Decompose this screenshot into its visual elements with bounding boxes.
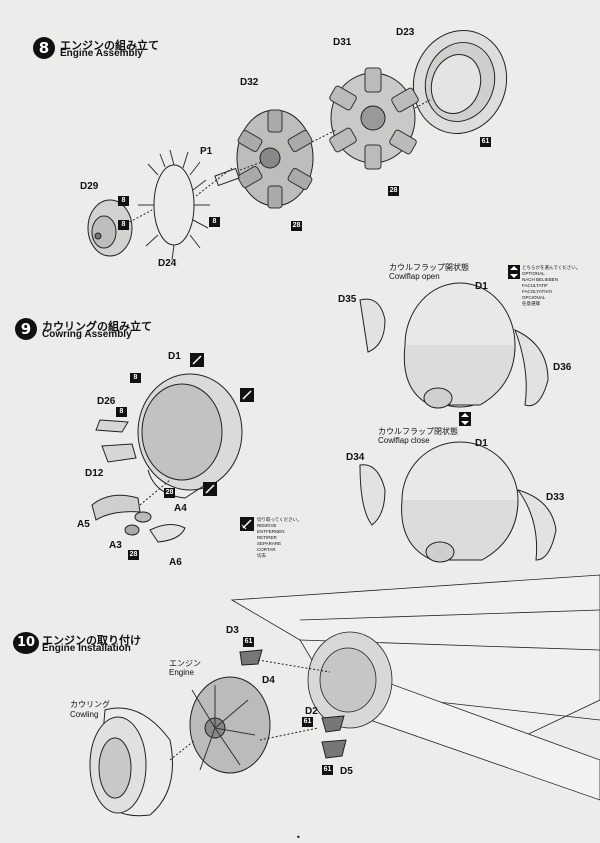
cowl-open-drawing: [359, 282, 549, 409]
label-d24: D24: [158, 258, 177, 269]
step-10-number: 10: [13, 632, 39, 654]
step-8-title-en: Engine Assembly: [60, 48, 143, 59]
paint-badge-28: 28: [164, 488, 175, 498]
label-d35: D35: [338, 294, 357, 305]
paint-badge-8: 8: [116, 407, 127, 417]
step-9-title-jp: カウリングの組み立て: [42, 320, 152, 333]
label-a5: A5: [77, 519, 90, 530]
label-d1-open: D1: [475, 281, 488, 292]
part-d3-d4-d2-d5-drawing: [169, 649, 347, 761]
label-d3: D3: [226, 625, 239, 636]
paint-badge-61: 61: [302, 717, 313, 727]
cowling-jp: カウリング: [70, 700, 110, 709]
paint-badge-28: 28: [128, 550, 139, 560]
paint-badge-61: 61: [480, 137, 491, 147]
remove-legend-2: ENTFERNEN: [257, 529, 285, 534]
optional-legend-1: OPTIONAL: [522, 271, 545, 276]
engine-jp: エンジン: [169, 659, 201, 668]
cut-remove-icon: [240, 517, 254, 531]
part-d26-d12-drawing: [95, 419, 137, 463]
label-d1: D1: [168, 351, 181, 362]
optional-swap-icon-2: [459, 412, 471, 426]
part-d24-drawing: [138, 149, 210, 261]
step-9-number: 9: [15, 318, 37, 340]
cowl-close-drawing: [359, 441, 557, 563]
remove-legend-3: RETIRER: [257, 535, 277, 540]
part-d1-cowling-drawing: [137, 373, 243, 499]
optional-legend-2: NACH BELIEBEN: [522, 277, 559, 282]
paint-badge-8: 8: [118, 220, 129, 230]
paint-badge-61: 61: [322, 765, 333, 775]
label-d36: D36: [553, 362, 572, 373]
part-d31-drawing: [329, 67, 419, 170]
engine-en: Engine: [169, 668, 194, 677]
part-d32-drawing: [236, 109, 314, 209]
cowlflap-open-en: Cowlflap open: [389, 272, 440, 281]
optional-legend-3: FACULTATIF: [522, 283, 549, 288]
label-d23: D23: [396, 27, 415, 38]
label-d34: D34: [346, 452, 365, 463]
label-d1-close: D1: [475, 438, 488, 449]
step-10-title-jp: エンジンの取り付け: [42, 634, 141, 647]
remove-legend-4: SEPARARE: [257, 541, 282, 546]
remove-legend-1: REMOVE: [257, 523, 277, 528]
paint-badge-8: 8: [209, 217, 220, 227]
label-p1: P1: [200, 146, 213, 157]
label-d32: D32: [240, 77, 259, 88]
optional-legend-0: どちらかを選んでください。: [522, 265, 581, 270]
fuselage-drawing: [230, 574, 600, 801]
cut-marker-icon: [203, 482, 217, 496]
engine-assembly-drawing: [189, 676, 271, 774]
paint-badge-8: 8: [118, 196, 129, 206]
page-marker: •: [296, 833, 301, 842]
label-d29: D29: [80, 181, 99, 192]
cowling-en: Cowling: [70, 710, 99, 719]
paint-badge-8: 8: [130, 373, 141, 383]
label-a6: A6: [169, 557, 182, 568]
cowlflap-open-jp: カウルフラップ開状態: [389, 263, 469, 272]
optional-legend-5: OPCIONAL: [522, 295, 546, 300]
label-a3: A3: [109, 540, 122, 551]
optional-legend-6: 任意選擇: [522, 301, 540, 306]
paint-badge-28: 28: [291, 221, 302, 231]
cut-marker-icon: [240, 388, 254, 402]
label-d4: D4: [262, 675, 275, 686]
paint-badge-61: 61: [243, 637, 254, 647]
remove-legend-5: CORTAR: [257, 547, 276, 552]
remove-legend-0: 切り取ってください。: [257, 517, 302, 522]
label-a4: A4: [174, 503, 187, 514]
label-d26: D26: [97, 396, 116, 407]
cowlflap-close-jp: カウルフラップ閉状態: [378, 427, 458, 436]
label-d33: D33: [546, 492, 565, 503]
step-8-title-jp: エンジンの組み立て: [60, 39, 159, 52]
paint-badge-28: 28: [388, 186, 399, 196]
label-d2: D2: [305, 706, 318, 717]
cut-marker-icon: [190, 353, 204, 367]
label-d31: D31: [333, 37, 352, 48]
cowlflap-close-en: Cowlflap close: [378, 436, 430, 445]
cowling-drawing: [89, 707, 173, 817]
optional-swap-icon: [508, 265, 520, 279]
part-p1-drawing: [214, 161, 263, 187]
label-d12: D12: [85, 468, 104, 479]
part-d29-drawing: [87, 199, 133, 257]
label-d5: D5: [340, 766, 353, 777]
step-8-number: 8: [33, 37, 55, 59]
part-d23-drawing: [412, 30, 508, 134]
optional-legend-4: FACOLTATIVO: [522, 289, 553, 294]
remove-legend-6: 切去: [257, 553, 266, 558]
part-a3-a4-a5-a6-drawing: [91, 479, 186, 543]
step-9-title-en: Cowring Assembly: [42, 329, 132, 340]
step-10-title-en: Engine Installation: [42, 643, 131, 654]
